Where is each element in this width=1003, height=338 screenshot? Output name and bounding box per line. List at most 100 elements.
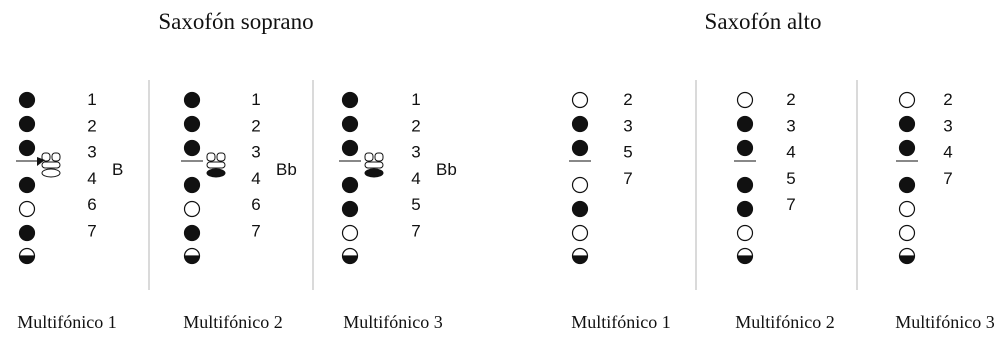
- open-hole-icon: [183, 200, 201, 218]
- soprano-1-key-label: B: [112, 160, 123, 179]
- side-key-cluster-icon: [364, 152, 384, 178]
- side-key-bottom: [364, 168, 384, 178]
- key-number: 7: [623, 169, 632, 188]
- open-hole-icon: [571, 224, 589, 242]
- soprano-3-number-column: 1 2 3 4 5 7: [411, 90, 420, 241]
- soprano-2-key-label: Bb: [276, 160, 297, 179]
- alto-1-number-column: 2 3 5 7: [623, 90, 632, 188]
- open-hole-icon: [736, 91, 754, 109]
- side-key-top-left: [206, 152, 216, 162]
- half-key-fill: [572, 256, 588, 264]
- closed-hole-icon: [341, 200, 359, 218]
- closed-hole-icon: [736, 176, 754, 194]
- alto-3-number-column: 2 3 4 7: [943, 90, 952, 188]
- key-number: 6: [87, 195, 96, 214]
- alto-1-caption: Multifónico 1: [571, 312, 671, 332]
- open-hole-icon: [18, 200, 36, 218]
- key-number: 6: [251, 195, 260, 214]
- key-number: 5: [411, 195, 420, 214]
- soprano-3-key-label: Bb: [436, 160, 457, 179]
- key-number: 7: [87, 222, 96, 241]
- side-key-middle: [41, 161, 61, 169]
- closed-hole-icon: [183, 91, 201, 109]
- closed-hole-icon: [183, 115, 201, 133]
- closed-hole-icon: [898, 139, 916, 157]
- soprano-1-caption: Multifónico 1: [17, 312, 117, 332]
- soprano-3-caption: Multifónico 3: [343, 312, 443, 332]
- key-number: 7: [943, 169, 952, 188]
- soprano-2-key-column: [181, 91, 226, 265]
- alto-3-caption: Multifónico 3: [895, 312, 995, 332]
- alto-1-key-column: [569, 91, 591, 265]
- alto-multiphonic-3: 2 3 4 7 Multifónico 3: [895, 90, 995, 332]
- open-hole-icon: [571, 91, 589, 109]
- open-hole-icon: [341, 224, 359, 242]
- soprano-2-caption: Multifónico 2: [183, 312, 283, 332]
- half-key-fill: [737, 256, 753, 264]
- side-key-top-left: [364, 152, 374, 162]
- alto-multiphonic-1: 2 3 5 7 Multifónico 1: [569, 90, 671, 332]
- key-number: 2: [786, 90, 795, 109]
- alto-title: Saxofón alto: [705, 9, 822, 34]
- key-number: 5: [786, 169, 795, 188]
- alto-2-caption: Multifónico 2: [735, 312, 835, 332]
- closed-hole-icon: [183, 224, 201, 242]
- closed-hole-icon: [18, 176, 36, 194]
- closed-hole-icon: [183, 139, 201, 157]
- side-key-top-right: [374, 152, 384, 162]
- soprano-1-key-column: [16, 91, 61, 265]
- closed-hole-icon: [341, 139, 359, 157]
- open-hole-icon: [898, 224, 916, 242]
- closed-hole-icon: [571, 200, 589, 218]
- key-number: 5: [623, 143, 632, 162]
- closed-hole-icon: [736, 115, 754, 133]
- closed-hole-icon: [18, 115, 36, 133]
- key-number: 2: [623, 90, 632, 109]
- closed-hole-icon: [898, 115, 916, 133]
- key-number: 3: [87, 143, 96, 162]
- key-number: 4: [943, 143, 952, 162]
- key-number: 1: [411, 90, 420, 109]
- key-number: 7: [251, 222, 260, 241]
- closed-hole-icon: [341, 176, 359, 194]
- half-key-fill: [342, 256, 358, 264]
- key-number: 7: [786, 195, 795, 214]
- soprano-title: Saxofón soprano: [158, 9, 313, 34]
- side-key-middle: [206, 161, 226, 169]
- key-number: 2: [87, 116, 96, 135]
- key-number: 3: [623, 116, 632, 135]
- closed-hole-icon: [736, 139, 754, 157]
- key-number: 4: [411, 169, 420, 188]
- closed-hole-icon: [341, 115, 359, 133]
- key-number: 3: [943, 116, 952, 135]
- closed-hole-icon: [341, 91, 359, 109]
- half-key-fill: [184, 256, 200, 264]
- open-hole-icon: [571, 176, 589, 194]
- open-hole-icon: [898, 200, 916, 218]
- soprano-3-key-column: [339, 91, 384, 265]
- alto-2-key-column: [734, 91, 756, 265]
- half-key-fill: [899, 256, 915, 264]
- key-number: 4: [251, 169, 260, 188]
- key-number: 2: [943, 90, 952, 109]
- key-number: 4: [786, 143, 795, 162]
- key-number: 3: [411, 143, 420, 162]
- closed-hole-icon: [183, 176, 201, 194]
- key-number: 2: [251, 116, 260, 135]
- side-key-top-right: [51, 152, 61, 162]
- closed-hole-icon: [18, 224, 36, 242]
- side-key-top-right: [216, 152, 226, 162]
- open-hole-icon: [898, 91, 916, 109]
- closed-hole-icon: [571, 115, 589, 133]
- key-number: 2: [411, 116, 420, 135]
- key-number: 3: [251, 143, 260, 162]
- closed-hole-icon: [18, 139, 36, 157]
- key-number: 7: [411, 222, 420, 241]
- side-key-bottom: [41, 168, 61, 178]
